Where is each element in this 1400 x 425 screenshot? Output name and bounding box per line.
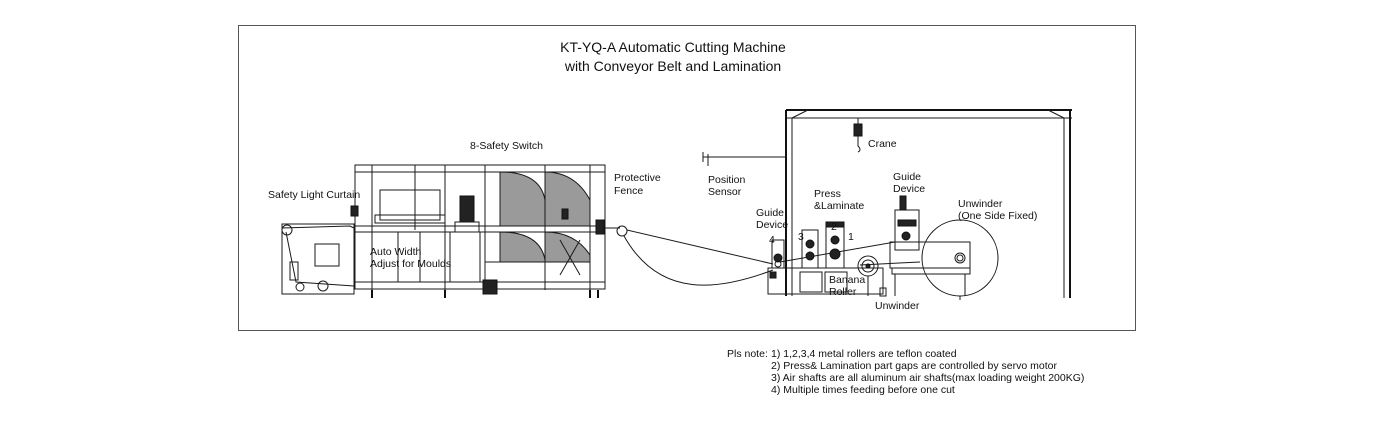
callout-labels: 8-Safety Switch Protective Fence Safety … bbox=[268, 138, 1037, 312]
label-unwinder-bottom: Unwinder bbox=[875, 300, 920, 312]
notes-indent bbox=[727, 360, 771, 372]
diagram-frame bbox=[238, 25, 1136, 331]
cutting-machine bbox=[281, 164, 606, 298]
unwinder-roll bbox=[921, 219, 999, 300]
note-item-2: 2) Press& Lamination part gaps are contr… bbox=[771, 360, 1057, 372]
notes-indent bbox=[727, 384, 771, 396]
label-banana-roller-2: Roller bbox=[829, 286, 857, 298]
material-film-path bbox=[605, 225, 921, 286]
label-protective-fence-1: Protective bbox=[614, 172, 661, 184]
note-row: 3) Air shafts are all aluminum air shaft… bbox=[727, 372, 1084, 384]
label-guide-device-left-2: Device bbox=[756, 219, 788, 231]
right-guide-device bbox=[889, 195, 971, 296]
note-row: Pls note: 1) 1,2,3,4 metal rollers are t… bbox=[727, 348, 1084, 360]
notes-lead: Pls note: bbox=[727, 348, 768, 360]
label-roller-2: 2 bbox=[831, 221, 837, 233]
label-crane: Crane bbox=[868, 138, 897, 150]
note-item-1: 1) 1,2,3,4 metal rollers are teflon coat… bbox=[771, 348, 957, 360]
label-press-laminate-1: Press bbox=[814, 188, 841, 200]
label-position-sensor-1: Position bbox=[708, 174, 746, 186]
title-line-1: KT-YQ-A Automatic Cutting Machine bbox=[560, 39, 786, 55]
notes-indent bbox=[727, 372, 771, 384]
label-roller-4: 4 bbox=[769, 234, 775, 246]
lamination-unit bbox=[767, 221, 887, 297]
label-roller-3: 3 bbox=[798, 231, 804, 243]
position-sensor bbox=[702, 152, 786, 166]
title-line-2: with Conveyor Belt and Lamination bbox=[564, 58, 781, 74]
label-guide-device-right-1: Guide bbox=[893, 171, 921, 183]
note-item-3: 3) Air shafts are all aluminum air shaft… bbox=[771, 372, 1085, 384]
label-position-sensor-2: Sensor bbox=[708, 186, 742, 198]
label-auto-width-2: Adjust for Moulds bbox=[370, 258, 451, 270]
label-safety-light-curtain: Safety Light Curtain bbox=[268, 189, 360, 201]
label-protective-fence-2: Fence bbox=[614, 185, 643, 197]
label-unwinder-top-2: (One Side Fixed) bbox=[958, 210, 1037, 222]
note-item-4: 4) Multiple times feeding before one cut bbox=[771, 384, 955, 396]
notes-block: Pls note: 1) 1,2,3,4 metal rollers are t… bbox=[727, 348, 1084, 396]
label-roller-1: 1 bbox=[848, 231, 854, 243]
label-guide-device-right-2: Device bbox=[893, 183, 925, 195]
label-press-laminate-2: &Laminate bbox=[814, 200, 864, 212]
note-row: 2) Press& Lamination part gaps are contr… bbox=[727, 360, 1084, 372]
label-guide-device-left-1: Guide bbox=[756, 207, 784, 219]
note-row: 4) Multiple times feeding before one cut bbox=[727, 384, 1084, 396]
crane-frame bbox=[785, 109, 1072, 298]
label-auto-width-1: Auto Width bbox=[370, 246, 422, 258]
label-unwinder-top-1: Unwinder bbox=[958, 198, 1003, 210]
label-banana-roller-1: Banana bbox=[829, 274, 865, 286]
label-safety-switch: 8-Safety Switch bbox=[470, 140, 543, 152]
